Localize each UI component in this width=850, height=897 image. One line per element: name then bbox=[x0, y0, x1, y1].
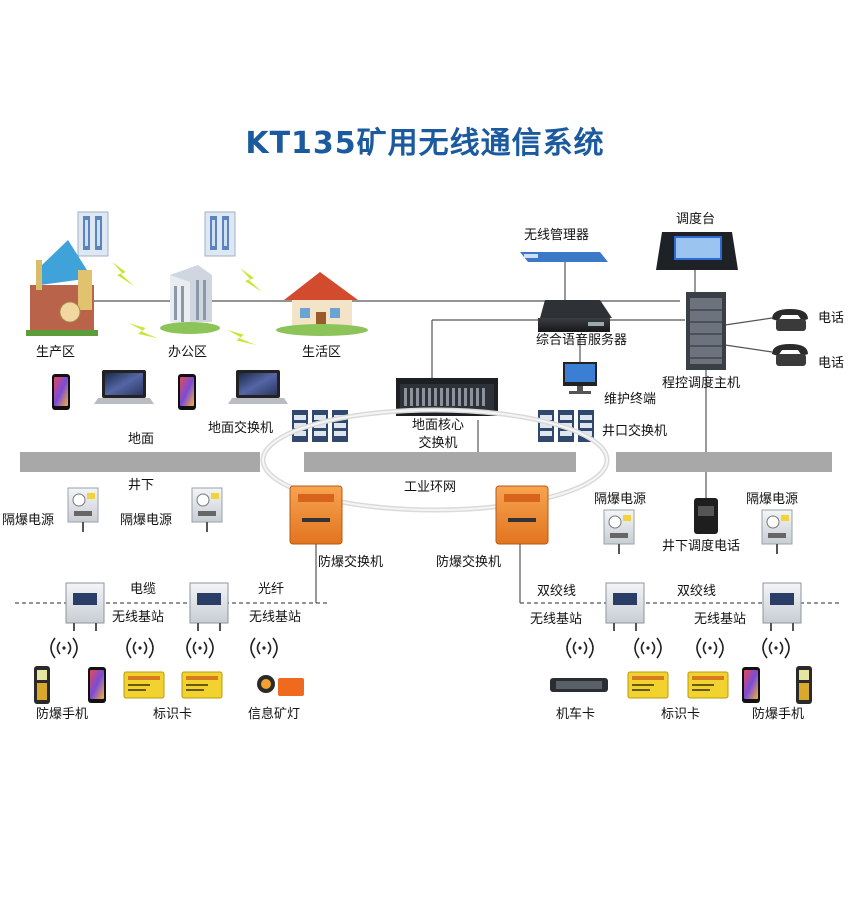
label-office-area: 办公区 bbox=[168, 345, 208, 360]
factory-icon bbox=[26, 240, 98, 336]
label-base-station-3: 无线基站 bbox=[530, 612, 583, 627]
pbx-phone2-link bbox=[724, 344, 773, 353]
base-station-icon bbox=[65, 582, 105, 632]
label-base-station-4: 无线基站 bbox=[694, 612, 747, 627]
telephone-icon bbox=[772, 344, 808, 366]
label-info-lamp: 信息矿灯 bbox=[248, 707, 301, 722]
office-building-icon bbox=[160, 265, 220, 334]
label-wireless-manager: 无线管理器 bbox=[524, 228, 590, 243]
label-ground-switch: 地面交换机 bbox=[208, 421, 274, 436]
label-pbx-host: 程控调度主机 bbox=[662, 376, 741, 391]
id-card-icon bbox=[181, 671, 223, 699]
laptop-icon bbox=[94, 370, 154, 404]
label-underground: 井下 bbox=[128, 478, 155, 493]
label-core-switch-line2: 交换机 bbox=[418, 436, 458, 451]
label-underground-phone: 井下调度电话 bbox=[662, 539, 741, 554]
label-vehicle-card: 机车卡 bbox=[556, 707, 596, 722]
wireless-ap-icon bbox=[77, 211, 109, 257]
base-station-icon bbox=[605, 582, 645, 632]
label-ex-phone-left: 防爆手机 bbox=[36, 707, 89, 722]
label-core-switch-line1: 地面核心 bbox=[411, 418, 464, 433]
layer-bar-left bbox=[20, 452, 260, 472]
label-phone-1: 电话 bbox=[818, 311, 845, 326]
smartphone-icon bbox=[742, 667, 760, 703]
voice-server-device bbox=[538, 300, 612, 332]
label-base-station-2: 无线基站 bbox=[249, 610, 302, 625]
lightning-icon bbox=[112, 262, 134, 286]
label-isolated-psu-3: 隔爆电源 bbox=[594, 492, 647, 507]
pbx-rack-device bbox=[686, 292, 726, 370]
psu-icon bbox=[761, 509, 793, 555]
ex-box-icon bbox=[289, 485, 343, 545]
label-twisted-pair-1: 双绞线 bbox=[537, 584, 577, 599]
label-ex-switch-left: 防爆交换机 bbox=[318, 555, 384, 570]
psu-icon bbox=[191, 487, 223, 533]
handheld-phone-icon bbox=[34, 666, 50, 704]
label-maintenance-terminal: 维护终端 bbox=[604, 392, 657, 407]
label-ground: 地面 bbox=[128, 432, 155, 447]
signal-waves-icon bbox=[250, 637, 278, 659]
label-isolated-psu-2: 隔爆电源 bbox=[120, 513, 173, 528]
label-isolated-psu-4: 隔爆电源 bbox=[746, 492, 799, 507]
laptop-icon bbox=[228, 370, 288, 404]
page-title: KT135矿用无线通信系统 bbox=[245, 126, 605, 161]
label-production-area: 生产区 bbox=[36, 345, 76, 360]
signal-waves-icon bbox=[696, 637, 724, 659]
signal-waves-icon bbox=[634, 637, 662, 659]
lightning-icon bbox=[227, 322, 257, 353]
id-card-icon bbox=[123, 671, 165, 699]
label-shaft-switch: 井口交换机 bbox=[602, 424, 668, 439]
layer-bar-center bbox=[304, 452, 576, 472]
telephone-icon bbox=[772, 309, 808, 331]
miner-lamp-icon bbox=[257, 675, 304, 696]
wireless-ap-icon bbox=[204, 211, 236, 257]
label-ex-switch-right: 防爆交换机 bbox=[436, 555, 502, 570]
handheld-phone-icon bbox=[796, 666, 812, 704]
signal-waves-icon bbox=[50, 637, 78, 659]
label-cable: 电缆 bbox=[130, 582, 157, 597]
psu-icon bbox=[67, 487, 99, 533]
signal-waves-icon bbox=[186, 637, 214, 659]
switch-icon bbox=[292, 410, 348, 442]
label-phone-2: 电话 bbox=[818, 356, 845, 371]
label-id-card-right: 标识卡 bbox=[661, 707, 701, 722]
dispatch-console-device bbox=[656, 232, 738, 270]
smartphone-icon bbox=[178, 374, 196, 410]
id-card-icon bbox=[627, 671, 669, 699]
underground-phone-icon bbox=[694, 498, 718, 534]
desktop-computer-icon bbox=[563, 362, 597, 394]
smartphone-icon bbox=[88, 667, 106, 703]
label-ex-phone-right: 防爆手机 bbox=[752, 707, 805, 722]
label-fiber: 光纤 bbox=[258, 582, 285, 597]
wireless-manager-device bbox=[520, 252, 608, 262]
smartphone-icon bbox=[52, 374, 70, 410]
pbx-phone1-link bbox=[724, 317, 773, 326]
psu-icon bbox=[603, 509, 635, 555]
house-icon bbox=[276, 272, 368, 336]
ex-box-icon bbox=[495, 485, 549, 545]
vehicle-tag-icon bbox=[550, 678, 608, 692]
label-base-station-1: 无线基站 bbox=[112, 610, 165, 625]
base-station-icon bbox=[762, 582, 802, 632]
id-card-icon bbox=[687, 671, 729, 699]
label-voice-server: 综合语音服务器 bbox=[536, 333, 628, 348]
base-station-icon bbox=[189, 582, 229, 632]
label-living-area: 生活区 bbox=[302, 345, 342, 360]
label-twisted-pair-2: 双绞线 bbox=[677, 584, 717, 599]
lightning-icon bbox=[129, 315, 158, 346]
label-dispatch-console: 调度台 bbox=[676, 212, 716, 227]
lightning-icon bbox=[240, 268, 262, 292]
label-industrial-ring: 工业环网 bbox=[404, 480, 457, 495]
label-id-card-left: 标识卡 bbox=[153, 707, 193, 722]
layer-bar-right bbox=[616, 452, 832, 472]
signal-waves-icon bbox=[126, 637, 154, 659]
signal-waves-icon bbox=[566, 637, 594, 659]
label-isolated-psu-1: 隔爆电源 bbox=[2, 513, 55, 528]
signal-waves-icon bbox=[762, 637, 790, 659]
